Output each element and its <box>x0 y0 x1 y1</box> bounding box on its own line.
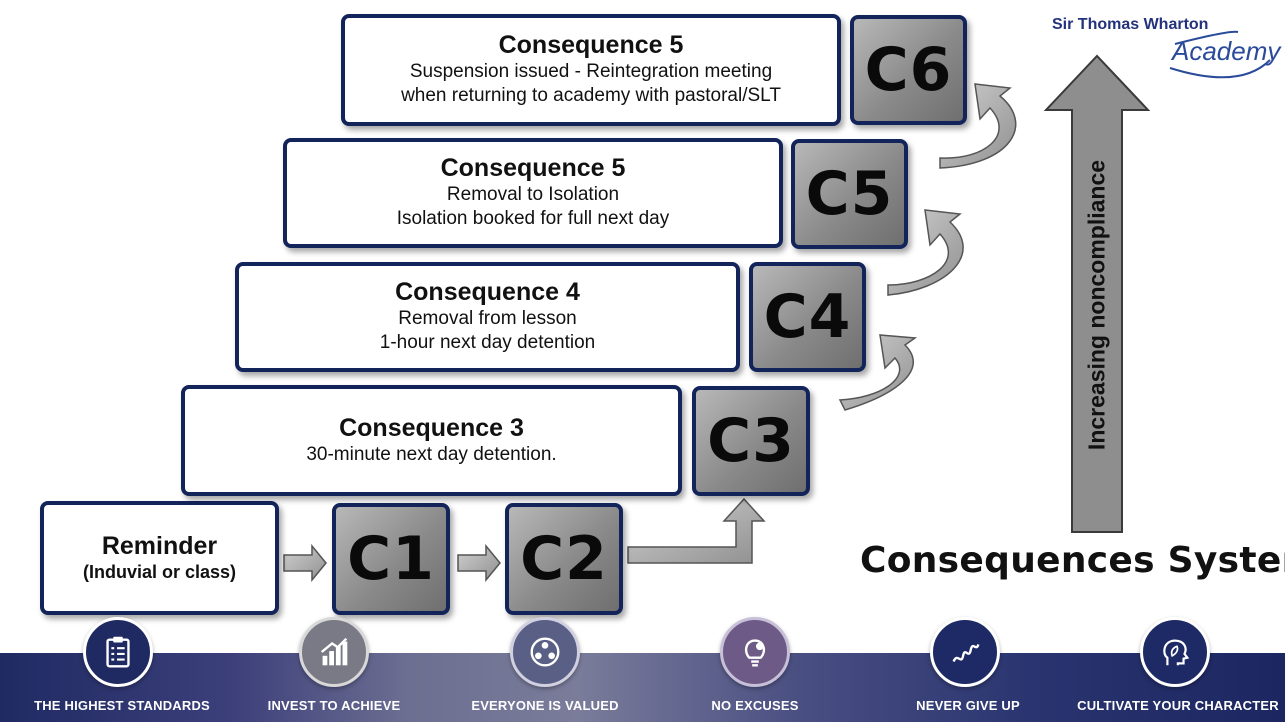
system-title: Consequences System <box>860 540 1285 581</box>
arrow-c1-to-c2 <box>457 543 501 583</box>
code-c6: C6 <box>850 15 967 125</box>
consequence-4-detail-2: 1-hour next day detention <box>379 332 596 354</box>
curved-arrow-c4-to-c5 <box>887 209 964 296</box>
logo-line-1: Sir Thomas Wharton <box>1052 16 1209 33</box>
code-c5: C5 <box>791 139 908 249</box>
value-label-5: NEVER GIVE UP <box>916 698 1020 713</box>
consequence-3-box: Consequence 3 30-minute next day detenti… <box>181 385 682 496</box>
consequence-5-detail-1: Removal to Isolation <box>446 183 620 205</box>
consequence-6-detail-2: when returning to academy with pastoral/… <box>401 85 781 107</box>
reminder-title: Reminder <box>101 531 218 560</box>
reminder-detail: (Induvial or class) <box>82 561 237 582</box>
consequence-3-detail: 30-minute next day detention. <box>306 443 557 465</box>
head-leaf-icon <box>1140 617 1210 687</box>
values-bar <box>0 653 1285 722</box>
consequence-5-box: Consequence 5 Removal to Isolation Isola… <box>283 138 783 248</box>
value-label-4: NO EXCUSES <box>711 698 799 713</box>
lightbulb-gear-icon <box>720 617 790 687</box>
value-label-2: INVEST TO ACHIEVE <box>267 698 401 713</box>
increasing-arrow <box>1043 54 1151 533</box>
arrow-c2-to-c3 <box>627 497 766 564</box>
consequence-5-title: Consequence 5 <box>440 153 626 182</box>
value-label-1: THE HIGHEST STANDARDS <box>34 698 210 713</box>
consequence-6-box: Consequence 5 Suspension issued - Reinte… <box>341 14 841 126</box>
consequence-4-box: Consequence 4 Removal from lesson 1-hour… <box>235 262 740 372</box>
consequence-4-title: Consequence 4 <box>395 277 580 306</box>
clipboard-checklist-icon <box>83 617 153 687</box>
arrow-reminder-to-c1 <box>283 543 327 583</box>
code-c1: C1 <box>332 503 450 615</box>
people-circle-icon <box>510 617 580 687</box>
code-c3: C3 <box>692 386 810 496</box>
growth-chart-icon <box>299 617 369 687</box>
code-c4: C4 <box>749 262 866 372</box>
curved-arrow-c3-to-c4 <box>838 334 918 411</box>
consequence-6-detail-1: Suspension issued - Reintegration meetin… <box>409 60 773 82</box>
value-label-6: CULTIVATE YOUR CHARACTER <box>1077 698 1279 713</box>
reminder-box: Reminder (Induvial or class) <box>40 501 279 615</box>
consequence-5-detail-2: Isolation booked for full next day <box>396 208 670 230</box>
spring-icon <box>930 617 1000 687</box>
code-c2: C2 <box>505 503 623 615</box>
consequence-6-title: Consequence 5 <box>498 30 684 59</box>
consequence-4-detail-1: Removal from lesson <box>398 307 577 329</box>
axis-label: Increasing noncompliance <box>1083 159 1110 451</box>
curved-arrow-c5-to-c6 <box>939 83 1017 169</box>
value-label-3: EVERYONE IS VALUED <box>471 698 619 713</box>
consequence-3-title: Consequence 3 <box>339 413 524 442</box>
